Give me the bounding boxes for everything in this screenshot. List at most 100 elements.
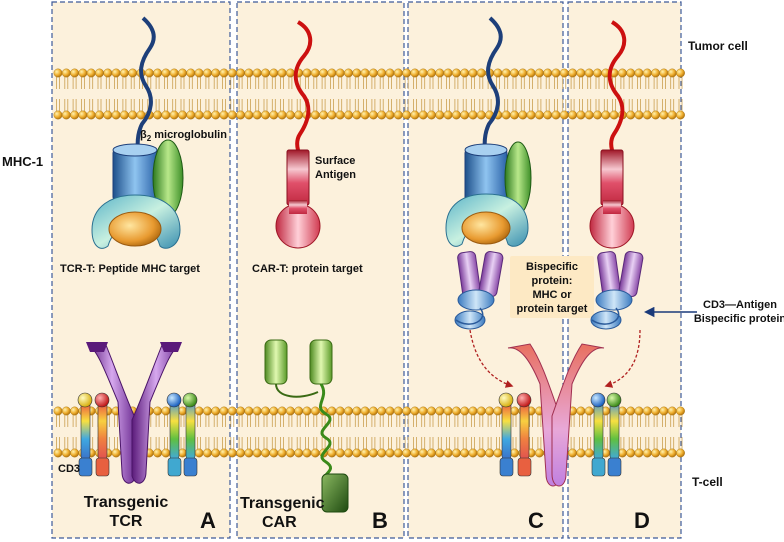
- lipid-head: [244, 110, 254, 120]
- lipid-tail: [213, 77, 218, 111]
- lipid-tail: [238, 77, 243, 111]
- lipid-tail: [205, 415, 210, 449]
- lipid-head: [227, 448, 237, 458]
- lipid-head: [651, 406, 660, 416]
- lipid-head: [352, 110, 362, 120]
- lipid-head: [169, 110, 179, 120]
- lipid-tail: [271, 415, 276, 449]
- lipid-tail: [487, 415, 492, 449]
- lipid-head: [202, 110, 212, 120]
- lipid-head: [327, 68, 337, 78]
- lipid-head: [368, 110, 378, 120]
- lipid-head: [634, 406, 644, 416]
- lipid-head: [194, 406, 204, 416]
- lipid-tail: [662, 415, 666, 449]
- lipid-head: [535, 110, 544, 120]
- lipid-head: [285, 406, 295, 416]
- lipid-tail: [413, 77, 417, 111]
- lipid-head: [526, 68, 536, 78]
- transgenic-tcr-label-1: Transgenic: [84, 494, 169, 511]
- lipid-head: [377, 68, 387, 78]
- lipid-head: [335, 448, 345, 458]
- lipid-tail: [404, 77, 409, 111]
- lipid-head: [418, 406, 428, 416]
- lipid-tail: [653, 415, 658, 449]
- lipid-head: [651, 68, 660, 78]
- lipid-tail: [537, 415, 542, 449]
- lipid-tail: [413, 415, 417, 449]
- lipid-head: [510, 406, 519, 416]
- panel-d-surface-antigen: [589, 20, 635, 249]
- lipid-head: [410, 110, 420, 120]
- lipid-head: [667, 68, 677, 78]
- native-tcr-cd: [507, 343, 605, 487]
- lipid-tail: [388, 415, 392, 449]
- transgenic-car-label-1: Transgenic: [240, 495, 325, 512]
- lipid-tail: [330, 77, 334, 111]
- lipid-head: [252, 110, 262, 120]
- lipid-head: [53, 448, 63, 458]
- lipid-head: [468, 68, 478, 78]
- lipid-tail: [72, 415, 77, 449]
- lipid-head: [227, 406, 237, 416]
- surface-antigen-label-2: Antigen: [315, 169, 356, 181]
- lipid-head: [186, 68, 196, 78]
- lipid-tail: [363, 415, 367, 449]
- lipid-head: [659, 68, 669, 78]
- antigen-strand-b: [293, 20, 313, 151]
- lipid-head: [211, 448, 221, 458]
- lipid-tail: [238, 415, 243, 449]
- cd3-complex-a-right: [166, 392, 198, 477]
- lipid-tail: [280, 77, 284, 111]
- lipid-tail: [670, 415, 675, 449]
- lipid-head: [352, 448, 362, 458]
- lipid-head: [402, 448, 411, 458]
- lipid-tail: [346, 415, 351, 449]
- cd3-antigen-label-1: CD3—Antigen: [703, 299, 777, 311]
- bispecific-protein-c: [454, 251, 504, 330]
- lipid-tail: [628, 415, 633, 449]
- lipid-tail: [305, 77, 309, 111]
- lipid-head: [451, 110, 461, 120]
- lipid-head: [211, 68, 221, 78]
- lipid-head: [476, 406, 486, 416]
- lipid-tail: [64, 77, 69, 111]
- lipid-tail: [105, 77, 110, 111]
- lipid-head: [468, 406, 478, 416]
- lipid-head: [593, 68, 602, 78]
- lipid-head: [476, 448, 486, 458]
- lipid-tail: [388, 77, 392, 111]
- lipid-tail: [579, 77, 583, 111]
- lipid-head: [53, 406, 63, 416]
- lipid-head: [634, 68, 644, 78]
- lipid-head: [418, 110, 428, 120]
- lipid-head: [427, 406, 436, 416]
- lipid-head: [626, 406, 636, 416]
- lipid-tail: [446, 77, 450, 111]
- lipid-head: [476, 110, 486, 120]
- lipid-head: [393, 110, 403, 120]
- lipid-tail: [379, 77, 384, 111]
- lipid-tail: [155, 77, 160, 111]
- transgenic-car-b: [264, 339, 349, 513]
- lipid-tail: [363, 77, 367, 111]
- lipid-tail: [164, 415, 168, 449]
- lipid-head: [468, 448, 478, 458]
- lipid-tail: [504, 77, 509, 111]
- lipid-head: [584, 110, 594, 120]
- lipid-head: [410, 406, 420, 416]
- lipid-head: [476, 68, 486, 78]
- panel-letter-c: C: [528, 508, 544, 533]
- lipid-head: [535, 448, 544, 458]
- lipid-head: [236, 68, 246, 78]
- lipid-tail: [579, 415, 583, 449]
- lipid-head: [393, 406, 403, 416]
- lipid-head: [576, 68, 586, 78]
- lipid-tail: [288, 77, 293, 111]
- lipid-head: [485, 406, 494, 416]
- lipid-head: [559, 110, 569, 120]
- lipid-head: [227, 68, 237, 78]
- mhc-alpha3-a: [112, 149, 158, 201]
- tumor-cell-label: Tumor cell: [688, 39, 748, 53]
- lipid-tail: [263, 77, 268, 111]
